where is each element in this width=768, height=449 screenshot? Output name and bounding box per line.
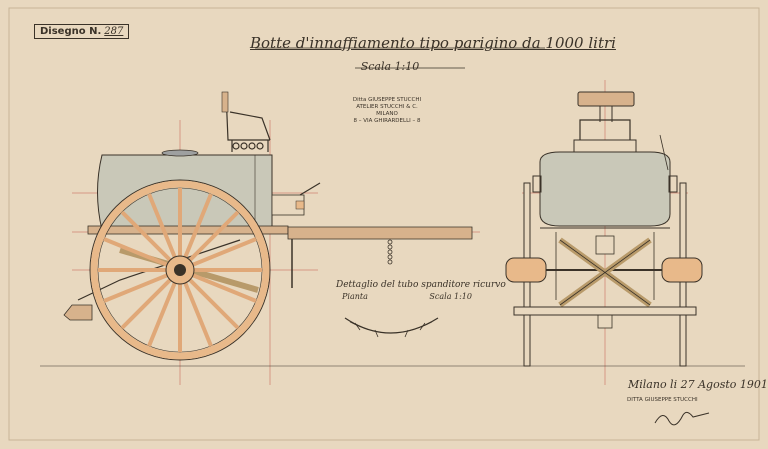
drawing-number-label: Disegno N. xyxy=(40,26,102,37)
maker-line: Ditta GIUSEPPE STUCCHI xyxy=(352,97,422,103)
left-hub xyxy=(505,257,547,283)
side-view xyxy=(63,91,473,361)
drawing-number-value: 287 xyxy=(104,26,124,37)
maker-line: ATELIER STUCCHI & C. xyxy=(356,104,418,110)
detail-subtitle: Pianta Scala 1:10 xyxy=(342,292,472,301)
spreader-bar xyxy=(513,306,697,316)
detail-title: Dettaglio del tubo spanditore ricurvo xyxy=(336,280,506,290)
detail-scale: Scala 1:10 xyxy=(429,292,472,301)
maker-block: Ditta GIUSEPPE STUCCHI ATELIER STUCCHI &… xyxy=(352,97,422,125)
signature-flourish xyxy=(654,411,710,426)
seat-back-front xyxy=(577,91,635,107)
chain xyxy=(387,239,393,265)
detail-view: Pianta xyxy=(342,292,368,301)
right-hub xyxy=(661,257,703,283)
spreader-detail xyxy=(344,317,439,338)
driver-seat xyxy=(225,91,271,152)
tank-front xyxy=(539,151,671,227)
drawing-number-stamp: Disegno N.287 xyxy=(34,24,130,39)
spreader-nozzle xyxy=(63,304,93,321)
filling-hatch xyxy=(161,149,199,157)
maker-line: MILANO xyxy=(376,111,398,117)
date-line: Milano li 27 Agosto 1901 xyxy=(628,378,768,391)
sheet-border xyxy=(8,7,760,441)
maker-line: 8 – VIA GHIRARDELLI – 8 xyxy=(353,118,421,124)
shaft xyxy=(287,226,473,240)
drawing-title: Botte d'innaffiamento tipo parigino da 1… xyxy=(250,34,616,52)
side-wheel xyxy=(89,179,271,361)
signature-firm: DITTA GIUSEPPE STUCCHI xyxy=(627,397,698,403)
front-view xyxy=(505,91,703,367)
drawing-scale: Scala 1:10 xyxy=(360,60,420,73)
